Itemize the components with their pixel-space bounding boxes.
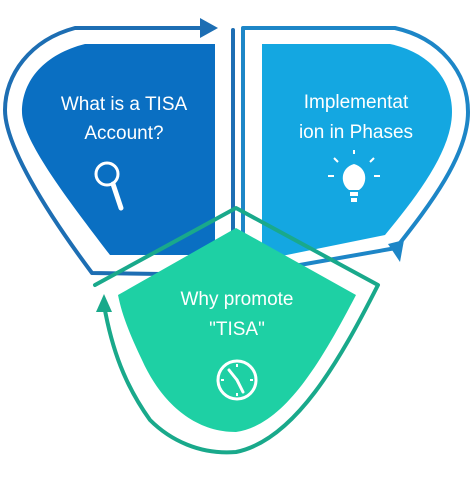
segment-why-promote-outline [93, 206, 380, 455]
arrow-head-down-icon [388, 240, 404, 262]
segment-implementation-label-line2: ion in Phases [299, 122, 413, 143]
segment-why-promote-label-line1: Why promote [181, 289, 294, 310]
lightbulb-icon [328, 150, 380, 202]
arrow-head-up-icon [96, 294, 112, 312]
segment-why-promote-shape [118, 228, 356, 432]
segment-implementation-shape [262, 44, 452, 260]
segment-what-is-tisa-label-line2: Account? [84, 123, 163, 144]
segment-what-is-tisa-outline [3, 26, 235, 277]
segment-what-is-tisa-label-line1: What is a TISA [61, 94, 188, 115]
magnifier-icon [94, 161, 124, 211]
clock-icon [216, 359, 258, 401]
segment-what-is-tisa: What is a TISA Account? [3, 18, 235, 277]
segment-implementation-label-line1: Implementat [304, 92, 409, 113]
arrow-head-right-icon [200, 18, 218, 38]
segment-implementation: Implementat ion in Phases [241, 26, 470, 277]
segment-what-is-tisa-shape [22, 44, 215, 255]
segment-why-promote: Why promote "TISA" [93, 206, 380, 455]
segment-implementation-outline [241, 26, 470, 277]
segment-why-promote-label-line2: "TISA" [209, 319, 265, 340]
